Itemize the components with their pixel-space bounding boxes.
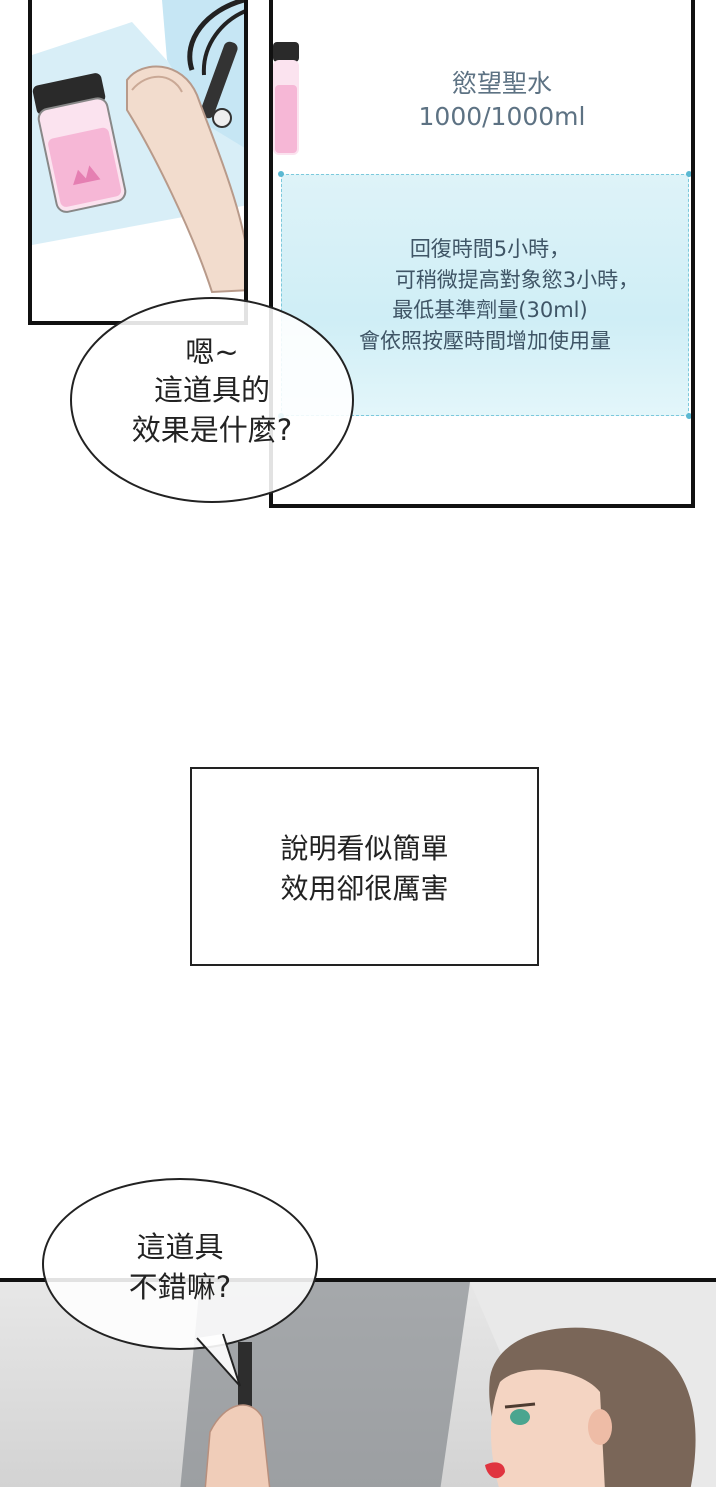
description-line: 可稍微提高對象慾3小時， xyxy=(394,268,640,292)
narration-line: 效用卻很厲害 xyxy=(280,872,449,905)
speech-bubble-compliment: 這道具 不錯嘛? xyxy=(42,1178,318,1350)
description-line: 會依照按壓時間增加使用量 xyxy=(359,329,611,353)
bubble-line: 這道具 xyxy=(136,1230,224,1264)
bubble-tail xyxy=(196,1333,241,1387)
bottle-thumbnail xyxy=(273,42,299,155)
bubble-line: 這道具的 xyxy=(153,373,270,407)
bubble-line: 不錯嘛? xyxy=(128,1270,232,1304)
corner-dot xyxy=(278,171,284,177)
corner-dot xyxy=(686,413,691,419)
item-amount: 1000/1000ml xyxy=(418,102,586,131)
description-line: 最低基準劑量(30ml) xyxy=(392,298,588,322)
narration-line: 說明看似簡單 xyxy=(280,832,449,865)
corner-dot xyxy=(686,171,691,177)
bubble-line: 效果是什麼? xyxy=(131,413,293,447)
item-name: 慾望聖水 xyxy=(451,69,552,98)
bubble-line: 嗯~ xyxy=(185,335,239,369)
hand-illustration xyxy=(32,0,244,294)
panel-hand-phone xyxy=(28,0,248,325)
narration-box: 說明看似簡單 效用卻很厲害 xyxy=(190,767,539,966)
speech-bubble-question: 嗯~ 這道具的 效果是什麼? xyxy=(70,297,354,503)
description-line: 回復時間5小時， xyxy=(409,237,571,261)
